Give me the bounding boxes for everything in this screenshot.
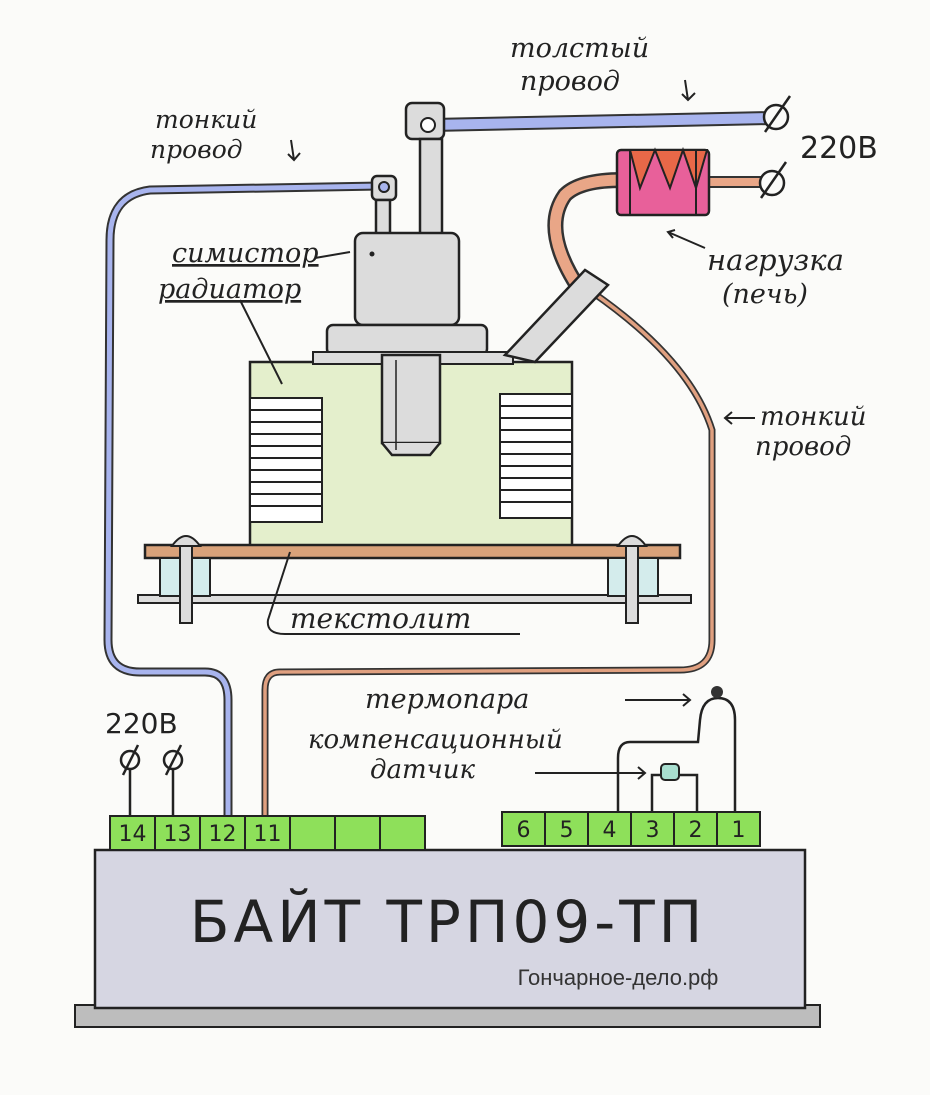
radiator-fins-right — [499, 393, 573, 519]
terminal-label: 4 — [603, 818, 617, 843]
radiator-label: радиатор — [158, 274, 301, 305]
arrow-thick-wire — [681, 79, 696, 102]
radiator-fins-left — [249, 397, 323, 523]
terminal-label: 12 — [209, 822, 237, 847]
arrow-load — [666, 229, 706, 249]
terminal-label: 3 — [646, 818, 660, 843]
device-model: БАЙТ ТРП09-ТП — [190, 887, 707, 956]
terminal-label: 1 — [732, 818, 746, 843]
terminal-block-right: 6 5 4 3 2 1 — [501, 811, 761, 847]
terminal-cell — [244, 815, 291, 851]
load-label-2: (печь) — [722, 279, 808, 310]
terminal-symbol-top — [758, 95, 792, 199]
terminal-label: 5 — [560, 818, 574, 843]
thermocouple-junction — [711, 686, 723, 698]
comp-sensor-label-1: компенсационный — [308, 725, 563, 755]
thin-wire-left-label-1: тонкий — [155, 105, 257, 134]
terminal-cell — [289, 815, 336, 851]
thick-wire-label-2: провод — [520, 66, 620, 97]
thin-wire-left-label-2: провод — [150, 135, 243, 164]
terminal-cell — [544, 811, 589, 847]
voltage-top-label: 220В — [800, 131, 878, 166]
textolite-pointer — [266, 551, 520, 635]
terminal-cell — [334, 815, 381, 851]
textolite-label: текстолит — [290, 602, 471, 635]
site-watermark: Гончарное-дело.рф — [518, 965, 719, 990]
thin-wire-right-label-1: тонкий — [760, 402, 866, 432]
simistor-label: симистор — [172, 238, 319, 269]
terminal-label: 13 — [164, 822, 192, 847]
simistor — [325, 101, 489, 357]
terminal-cell — [716, 811, 761, 847]
terminal-cell — [154, 815, 201, 851]
thick-wire-label-1: толстый — [510, 33, 649, 64]
terminal-label: 11 — [254, 822, 282, 847]
terminal-label: 2 — [689, 818, 703, 843]
arrow-thermocouple — [625, 693, 692, 707]
terminal-block-left: 14 13 12 11 — [109, 815, 426, 851]
voltage-left-label: 220В — [105, 707, 178, 740]
radiator — [248, 268, 610, 549]
device-body — [74, 848, 821, 1028]
terminal-label: 14 — [119, 822, 147, 847]
textolite-plate — [137, 535, 692, 624]
arrow-thin-wire-right — [723, 411, 755, 425]
terminal-cell — [630, 811, 675, 847]
terminal-cell — [379, 815, 426, 851]
arrow-comp-sensor — [535, 766, 647, 780]
thermocouple-wiring — [616, 696, 737, 818]
radiator-pointer — [239, 299, 283, 385]
terminal-label: 6 — [517, 818, 531, 843]
load-label-1: нагрузка — [707, 243, 844, 277]
terminal-cell — [501, 811, 546, 847]
arrow-thin-wire-left — [287, 139, 301, 162]
thermocouple-label: термопара — [365, 684, 529, 715]
terminal-symbol-left — [119, 744, 184, 820]
comp-sensor-label-2: датчик — [370, 755, 476, 785]
load-heater — [615, 146, 711, 217]
thin-wire-right-label-2: провод — [755, 432, 851, 462]
